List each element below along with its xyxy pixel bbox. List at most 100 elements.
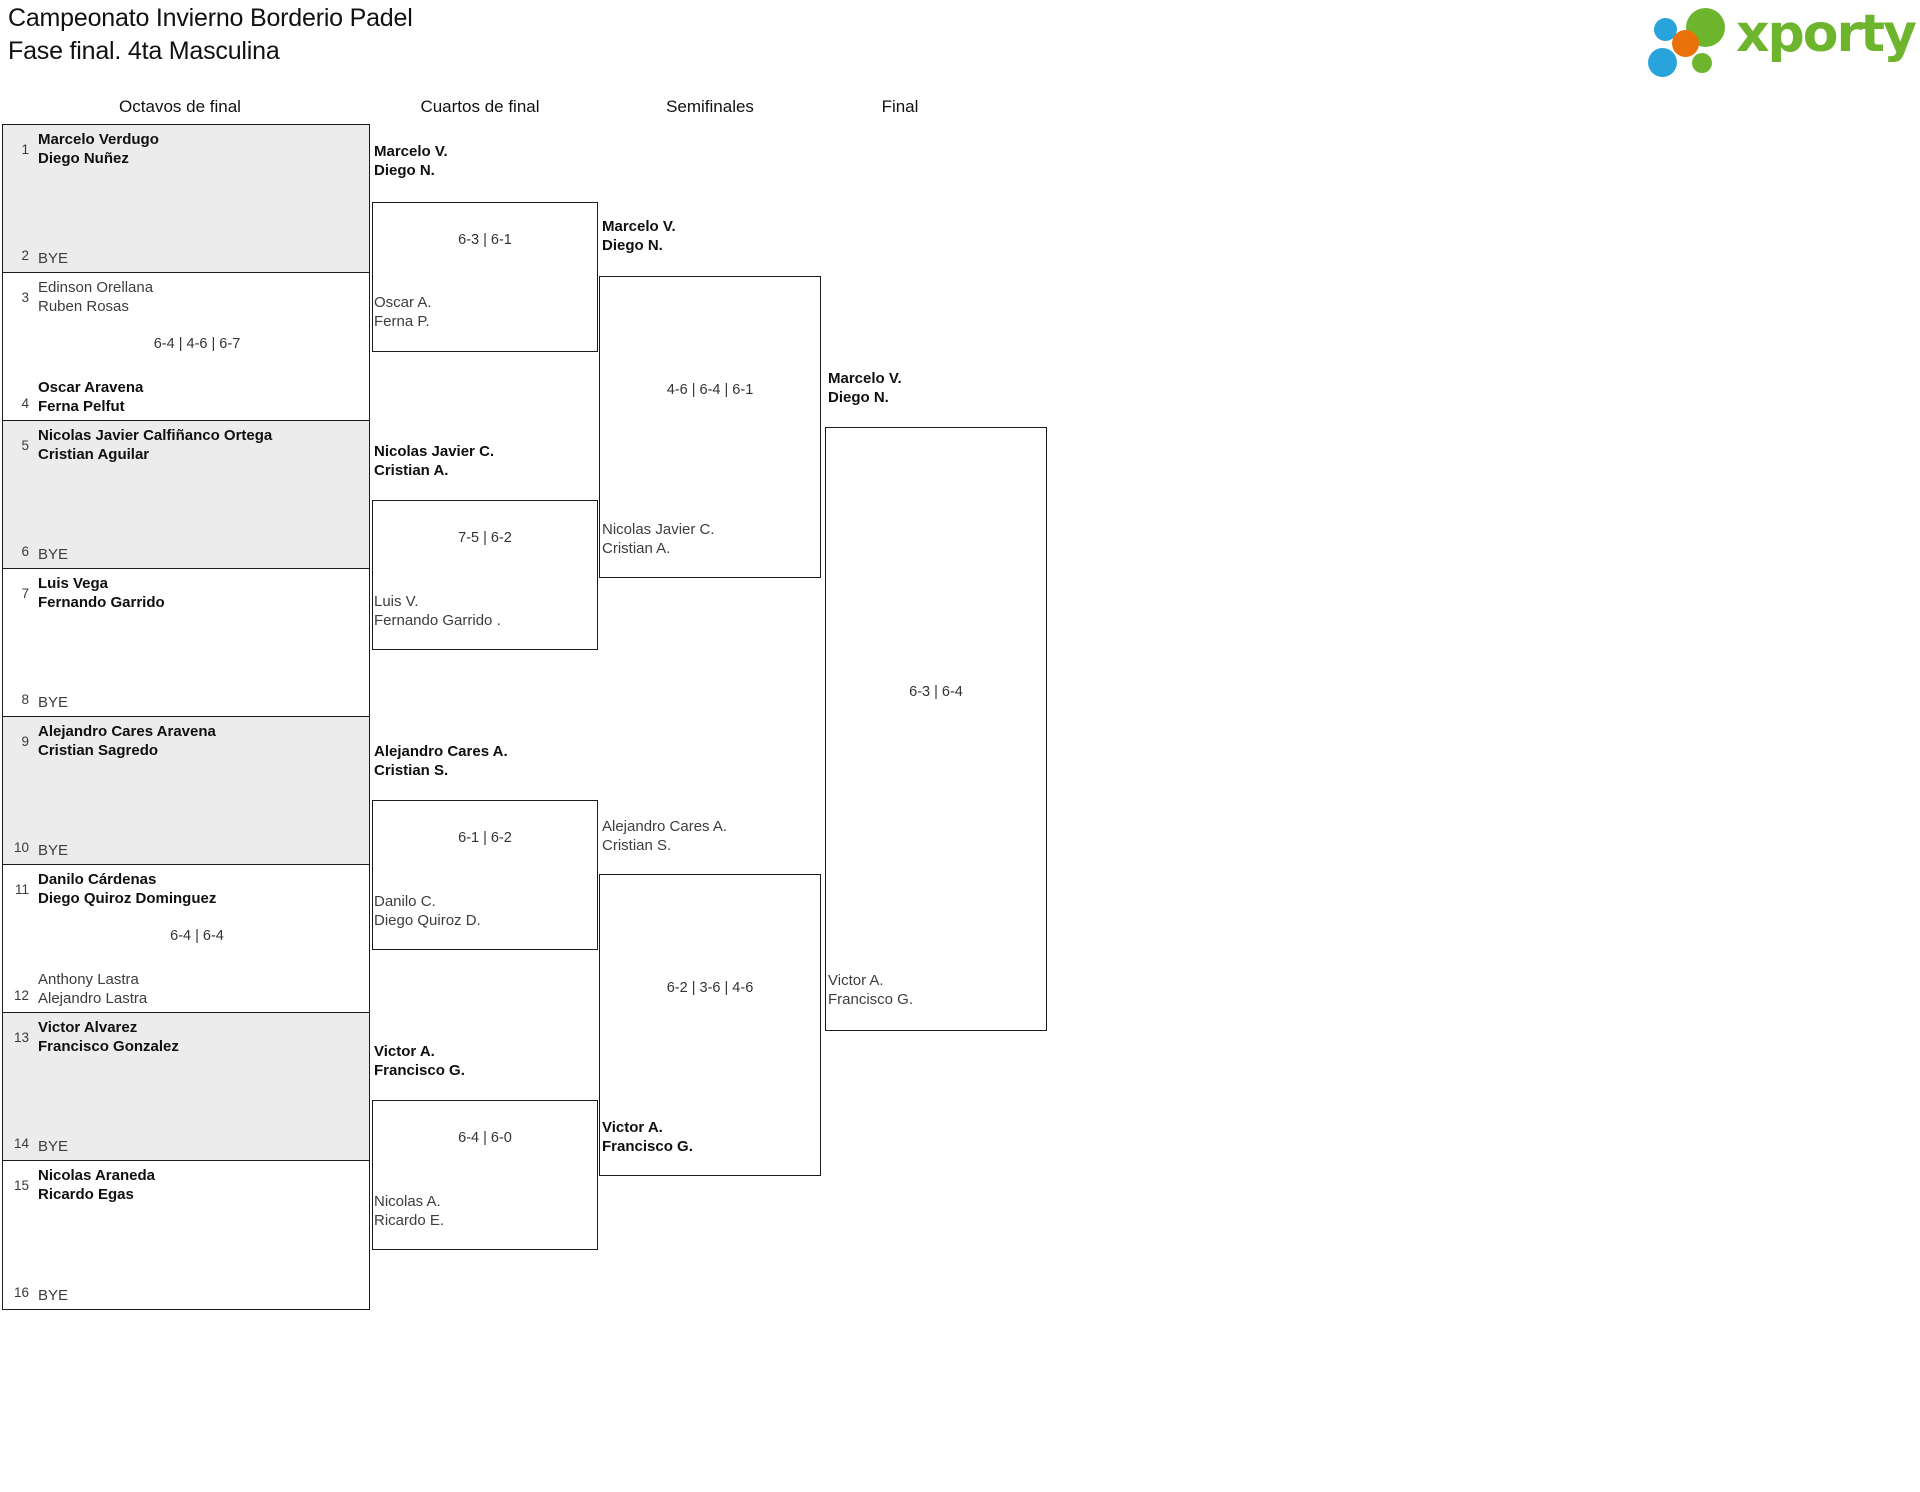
qf-connector-1: 6-3 | 6-1 [372, 202, 598, 352]
team-name: BYE [38, 841, 69, 859]
team-name: Luis Vega Fernando Garrido [38, 575, 165, 611]
qf-score-1: 6-3 | 6-1 [458, 232, 512, 248]
team-name: Anthony Lastra Alejandro Lastra [38, 971, 148, 1007]
logo-dot-green-small [1692, 53, 1712, 73]
team-name: Nicolas Araneda Ricardo Egas [38, 1167, 155, 1203]
seed-slot-top[interactable]: 15 Nicolas Araneda Ricardo Egas [3, 1167, 369, 1211]
seed-number: 14 [13, 1136, 29, 1151]
qf-score-4: 6-4 | 6-0 [458, 1130, 512, 1146]
match-row[interactable]: 3 Edinson Orellana Ruben Rosas 6-4 | 4-6… [3, 273, 369, 421]
qf-team-eliminated: Luis V. Fernando Garrido . [374, 593, 501, 629]
seed-slot-top[interactable]: 13 Victor Alvarez Francisco Gonzalez [3, 1019, 369, 1063]
seed-slot-top[interactable]: 5 Nicolas Javier Calfiñanco Ortega Crist… [3, 427, 369, 471]
page-title: Campeonato Invierno Borderio Padel Fase … [8, 2, 413, 68]
team-name: Marcelo Verdugo Diego Nuñez [38, 131, 159, 167]
final-champion: Marcelo V. Diego N. [828, 370, 902, 406]
team-name: Nicolas Javier Calfiñanco Ortega Cristia… [38, 427, 273, 463]
match-score: 6-4 | 6-4 [170, 928, 224, 944]
qf-score-2: 7-5 | 6-2 [458, 530, 512, 546]
match-row[interactable]: 9 Alejandro Cares Aravena Cristian Sagre… [3, 717, 369, 865]
qf-connector-3: 6-1 | 6-2 [372, 800, 598, 950]
seed-number: 13 [13, 1030, 29, 1045]
xporty-logo: xporty [1648, 4, 1917, 77]
seed-slot-top[interactable]: 7 Luis Vega Fernando Garrido [3, 575, 369, 619]
seed-number: 12 [13, 988, 29, 1003]
logo-dot-blue-large [1648, 48, 1677, 77]
seed-number: 8 [21, 692, 29, 707]
team-name: Victor Alvarez Francisco Gonzalez [38, 1019, 179, 1055]
seed-slot-bottom[interactable]: 4 Oscar Aravena Ferna Pelfut [3, 372, 369, 416]
sf-score-1: 4-6 | 6-4 | 6-1 [666, 382, 754, 398]
seed-number: 5 [21, 438, 29, 453]
seed-slot-bottom[interactable]: 16 BYE [3, 1261, 369, 1305]
team-name: Edinson Orellana Ruben Rosas [38, 279, 154, 315]
seed-number: 6 [21, 544, 29, 559]
team-name: BYE [38, 1286, 69, 1304]
qf-team-eliminated: Nicolas A. Ricardo E. [374, 1193, 445, 1229]
round-header-semifinales: Semifinales [666, 97, 754, 116]
sf-connector-2: 6-2 | 3-6 | 4-6 [599, 874, 821, 1176]
match-score: 6-4 | 4-6 | 6-7 [153, 336, 241, 352]
qf-team-advancing: Nicolas Javier C. Cristian A. [374, 443, 495, 479]
seed-number: 4 [21, 396, 29, 411]
match-row[interactable]: 7 Luis Vega Fernando Garrido 8 BYE [3, 569, 369, 717]
team-name: Alejandro Cares Aravena Cristian Sagredo [38, 723, 216, 759]
seed-slot-top[interactable]: 1 Marcelo Verdugo Diego Nuñez [3, 131, 369, 175]
match-row[interactable]: 13 Victor Alvarez Francisco Gonzalez 14 … [3, 1013, 369, 1161]
match-row[interactable]: 15 Nicolas Araneda Ricardo Egas 16 BYE [3, 1161, 369, 1309]
match-row[interactable]: 11 Danilo Cárdenas Diego Quiroz Domingue… [3, 865, 369, 1013]
seed-number: 15 [13, 1178, 29, 1193]
match-row[interactable]: 1 Marcelo Verdugo Diego Nuñez 2 BYE [3, 125, 369, 273]
seed-slot-bottom[interactable]: 12 Anthony Lastra Alejandro Lastra [3, 964, 369, 1008]
team-name: Danilo Cárdenas Diego Quiroz Dominguez [38, 871, 217, 907]
team-name: BYE [38, 545, 69, 563]
team-name: BYE [38, 693, 69, 711]
team-name: Oscar Aravena Ferna Pelfut [38, 379, 144, 415]
seed-number: 9 [21, 734, 29, 749]
sf-connector-1: 4-6 | 6-4 | 6-1 [599, 276, 821, 578]
match-row[interactable]: 5 Nicolas Javier Calfiñanco Ortega Crist… [3, 421, 369, 569]
seed-number: 2 [21, 248, 29, 263]
round-header-octavos: Octavos de final [119, 97, 241, 116]
seed-slot-top[interactable]: 11 Danilo Cárdenas Diego Quiroz Domingue… [3, 871, 369, 915]
final-connector: 6-3 | 6-4 [825, 427, 1047, 1031]
sf-team-eliminated: Alejandro Cares A. Cristian S. [602, 818, 728, 854]
seed-number: 7 [21, 586, 29, 601]
final-runner-up: Victor A. Francisco G. [828, 972, 914, 1008]
qf-team-advancing: Victor A. Francisco G. [374, 1043, 465, 1079]
seed-slot-top[interactable]: 3 Edinson Orellana Ruben Rosas [3, 279, 369, 323]
logo-dot-orange [1672, 30, 1699, 57]
seed-number: 3 [21, 290, 29, 305]
sf-team-eliminated: Nicolas Javier C. Cristian A. [602, 521, 715, 557]
seed-slot-bottom[interactable]: 14 BYE [3, 1112, 369, 1156]
qf-team-eliminated: Oscar A. Ferna P. [374, 294, 432, 330]
qf-team-advancing: Marcelo V. Diego N. [374, 143, 448, 179]
qf-connector-2: 7-5 | 6-2 [372, 500, 598, 650]
seed-slot-bottom[interactable]: 2 BYE [3, 224, 369, 268]
seed-slot-top[interactable]: 9 Alejandro Cares Aravena Cristian Sagre… [3, 723, 369, 767]
qf-team-eliminated: Danilo C. Diego Quiroz D. [374, 893, 481, 929]
sf-team-advancing: Victor A. Francisco G. [602, 1119, 693, 1155]
seed-slot-bottom[interactable]: 10 BYE [3, 816, 369, 860]
round-header-cuartos: Cuartos de final [420, 97, 540, 116]
tournament-name: Campeonato Invierno Borderio Padel [8, 4, 413, 32]
team-name: BYE [38, 1137, 69, 1155]
round-octavos-list: 1 Marcelo Verdugo Diego Nuñez 2 BYE 3 Ed… [2, 124, 370, 1310]
qf-connector-4: 6-4 | 6-0 [372, 1100, 598, 1250]
round-header-final: Final [881, 97, 919, 116]
tournament-phase: Fase final. 4ta Masculina [8, 37, 280, 65]
seed-number: 16 [13, 1285, 29, 1300]
team-name: BYE [38, 249, 69, 267]
sf-score-2: 6-2 | 3-6 | 4-6 [666, 980, 754, 996]
seed-number: 1 [21, 142, 29, 157]
seed-number: 11 [14, 882, 29, 897]
qf-score-3: 6-1 | 6-2 [458, 830, 512, 846]
seed-number: 10 [13, 840, 29, 855]
logo-dot-blue-small [1654, 18, 1677, 41]
seed-slot-bottom[interactable]: 6 BYE [3, 520, 369, 564]
qf-team-advancing: Alejandro Cares A. Cristian S. [374, 743, 508, 779]
sf-team-advancing: Marcelo V. Diego N. [602, 218, 676, 254]
seed-slot-bottom[interactable]: 8 BYE [3, 668, 369, 712]
logo-wordmark: xporty [1736, 4, 1917, 64]
final-score: 6-3 | 6-4 [909, 684, 963, 700]
